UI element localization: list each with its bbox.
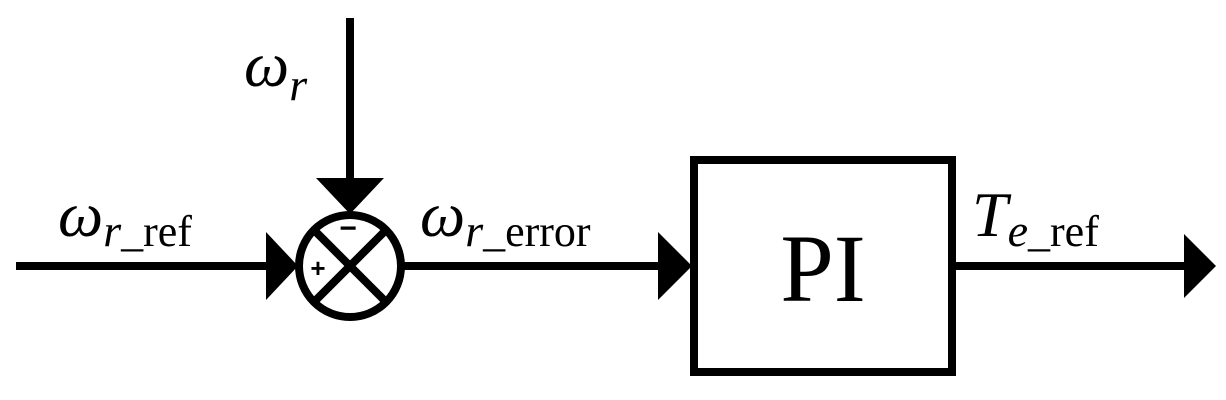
- pi-controller-block: PI: [690, 156, 956, 376]
- reference-subscript: r: [103, 205, 122, 256]
- error-arrowhead: [658, 232, 692, 300]
- error-suffix: _error: [482, 207, 591, 256]
- output-arrowhead: [1184, 234, 1216, 298]
- error-subscript: r: [465, 205, 484, 256]
- error-signal-label: ωr_error: [420, 179, 591, 256]
- reference-arrowhead: [266, 232, 298, 300]
- summing-junction-circle: [295, 211, 405, 321]
- plus-sign: +: [310, 253, 325, 283]
- feedback-symbol: ω: [244, 29, 289, 100]
- output-signal-label: Te_ref: [972, 179, 1099, 256]
- summing-junction-cross-b: [311, 227, 389, 305]
- pi-controller-label: PI: [780, 215, 865, 322]
- feedback-signal-label: ωr: [244, 29, 308, 110]
- reference-symbol: ω: [58, 179, 103, 250]
- pi-controller-box: [690, 156, 956, 376]
- output-suffix: _ref: [1027, 207, 1099, 256]
- reference-signal-label: ωr_ref: [58, 179, 192, 256]
- summing-junction: + −: [295, 211, 405, 321]
- feedback-arrowhead: [316, 178, 384, 214]
- error-symbol: ω: [420, 179, 465, 250]
- output-symbol: T: [972, 179, 1012, 250]
- reference-suffix: _ref: [120, 207, 192, 256]
- minus-sign: −: [339, 212, 357, 245]
- output-subscript: e: [1008, 205, 1028, 256]
- feedback-subscript: r: [289, 59, 308, 110]
